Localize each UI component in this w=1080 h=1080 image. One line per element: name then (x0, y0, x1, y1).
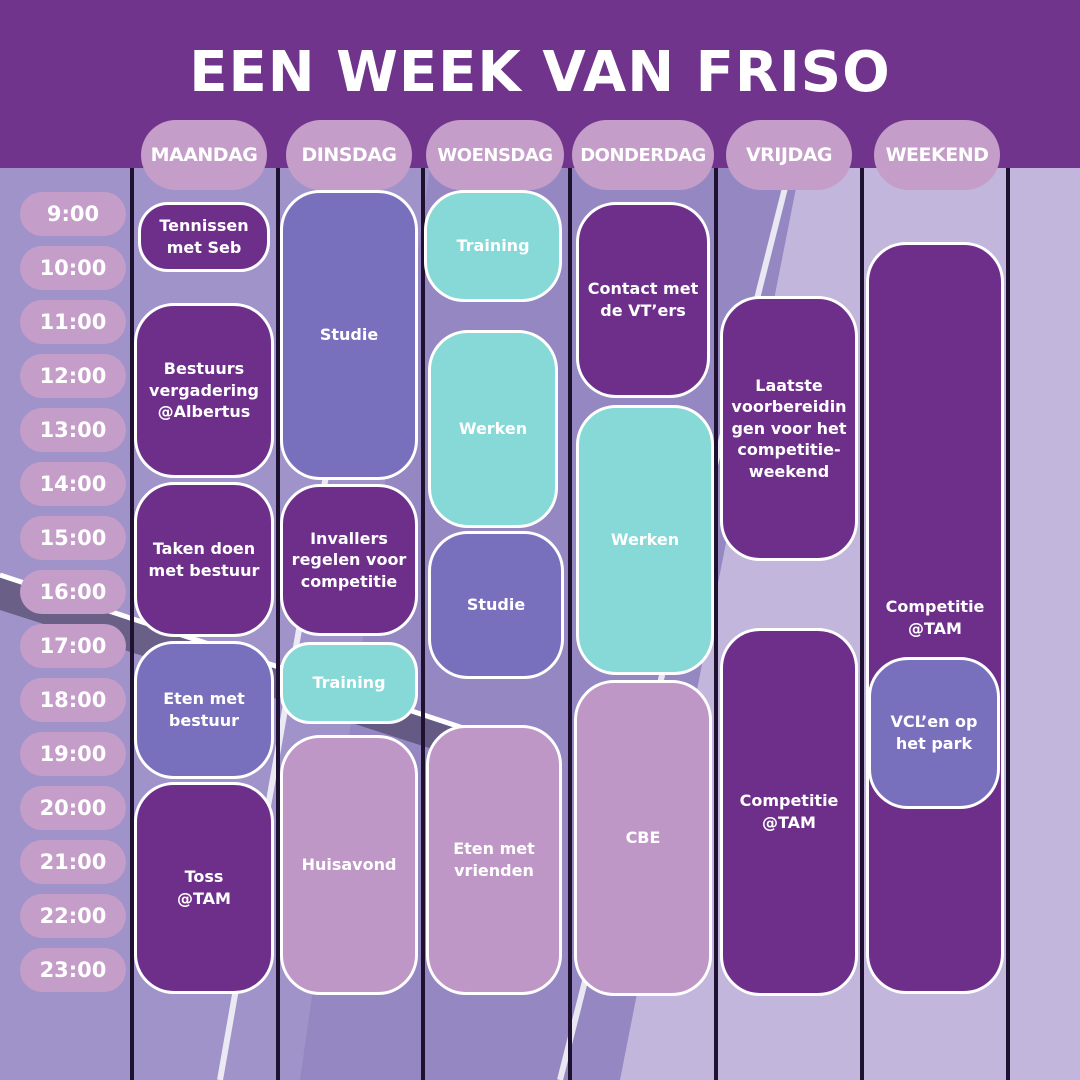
time-label: 22:00 (20, 894, 126, 938)
time-label: 15:00 (20, 516, 126, 560)
column-divider (1006, 168, 1010, 1080)
event-block[interactable]: Studie (280, 190, 418, 480)
event-block[interactable]: Competitie @TAM (866, 242, 1004, 994)
event-block[interactable]: Huisavond (280, 735, 418, 995)
event-block[interactable]: Training (280, 642, 418, 724)
time-label: 23:00 (20, 948, 126, 992)
event-block[interactable]: Invallers regelen voor competitie (280, 484, 418, 636)
column-divider (860, 168, 864, 1080)
day-header-maandag: MAANDAG (141, 120, 267, 190)
time-label: 9:00 (20, 192, 126, 236)
column-divider (568, 168, 572, 1080)
event-block[interactable]: Toss @TAM (134, 782, 274, 994)
day-header-dinsdag: DINSDAG (286, 120, 412, 190)
event-block[interactable]: Werken (576, 405, 714, 675)
event-block[interactable]: Laatste voorbereidin gen voor het compet… (720, 296, 858, 561)
column-divider (130, 168, 134, 1080)
event-block[interactable]: Bestuurs vergadering @Albertus (134, 303, 274, 478)
time-label: 16:00 (20, 570, 126, 614)
day-header-weekend: WEEKEND (874, 120, 1000, 190)
day-header-woensdag: WOENSDAG (426, 120, 564, 190)
event-block[interactable]: Werken (428, 330, 558, 528)
time-label: 13:00 (20, 408, 126, 452)
column-divider (421, 168, 425, 1080)
time-label: 14:00 (20, 462, 126, 506)
day-header-donderdag: DONDERDAG (572, 120, 714, 190)
time-label: 19:00 (20, 732, 126, 776)
event-block[interactable]: CBE (574, 680, 712, 996)
time-label: 10:00 (20, 246, 126, 290)
event-block[interactable]: Studie (428, 531, 564, 679)
event-block[interactable]: Tennissen met Seb (138, 202, 270, 272)
day-header-vrijdag: VRIJDAG (726, 120, 852, 190)
time-label: 17:00 (20, 624, 126, 668)
event-block[interactable]: Eten met bestuur (134, 641, 274, 779)
time-label: 21:00 (20, 840, 126, 884)
time-label: 12:00 (20, 354, 126, 398)
time-label: 11:00 (20, 300, 126, 344)
event-block[interactable]: Taken doen met bestuur (134, 482, 274, 637)
event-block[interactable]: Eten met vrienden (426, 725, 562, 995)
event-block[interactable]: VCL’en op het park (868, 657, 1000, 809)
event-block[interactable]: Contact met de VT’ers (576, 202, 710, 398)
column-divider (714, 168, 718, 1080)
time-label: 20:00 (20, 786, 126, 830)
time-label: 18:00 (20, 678, 126, 722)
page-title: EEN WEEK VAN FRISO (189, 40, 891, 105)
event-block[interactable]: Training (424, 190, 562, 302)
column-divider (276, 168, 280, 1080)
event-block[interactable]: Competitie @TAM (720, 628, 858, 996)
